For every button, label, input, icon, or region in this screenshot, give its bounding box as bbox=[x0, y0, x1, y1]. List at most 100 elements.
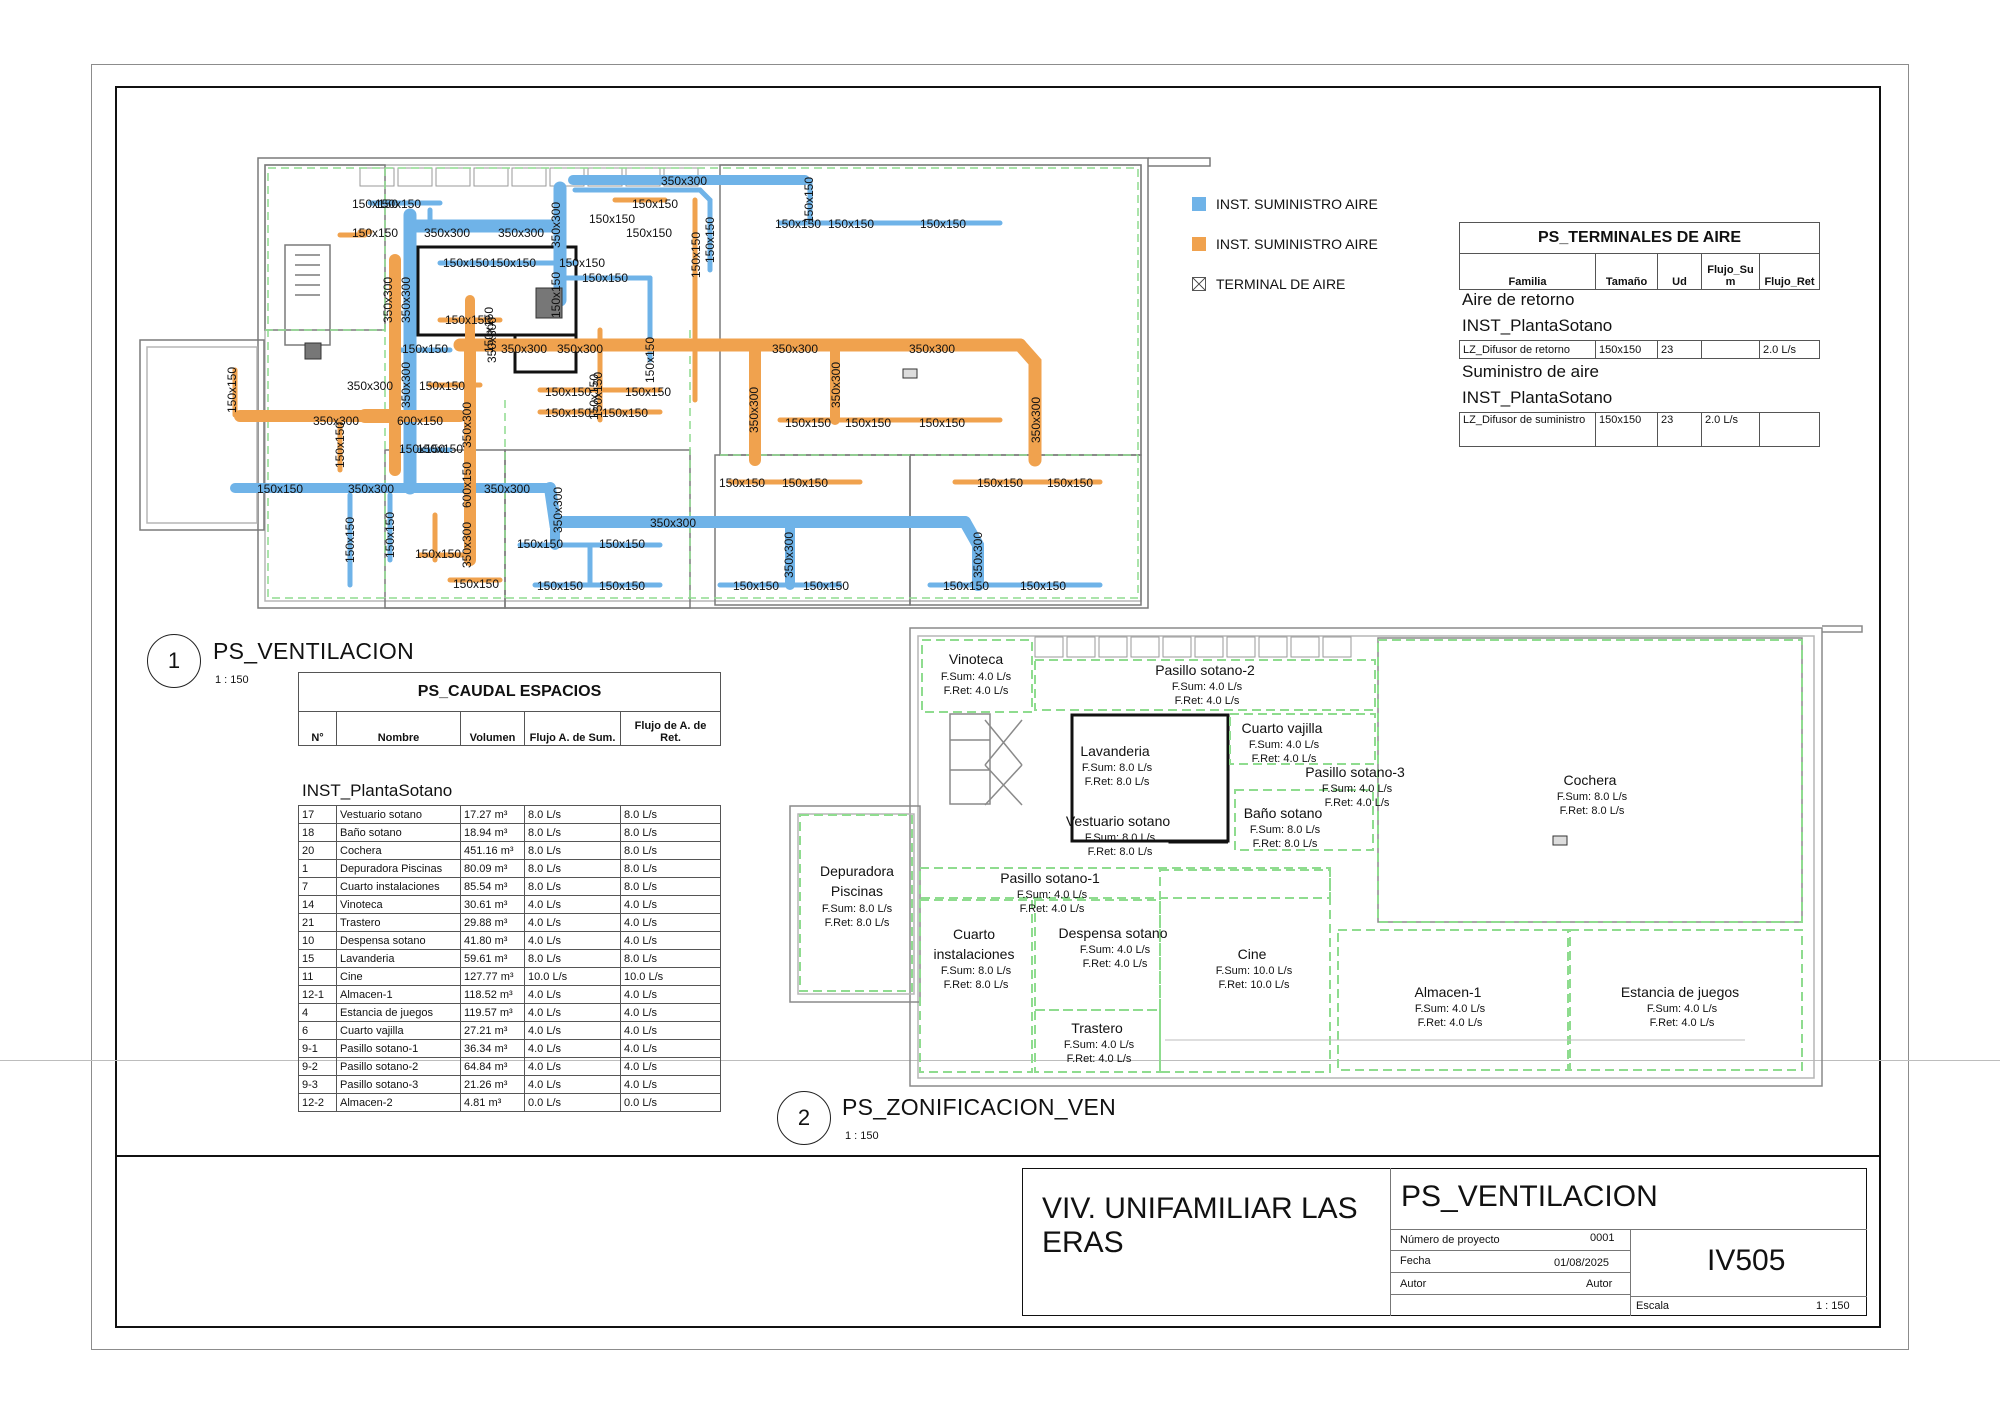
schedule-title: PS_TERMINALES DE AIRE bbox=[1459, 222, 1820, 254]
duct-label: 150x150 bbox=[402, 342, 448, 356]
duct-label: 150x150 bbox=[602, 406, 648, 420]
duct-size-labels-vertical: 350x300 350x300 350x300 350x300 150x150 … bbox=[225, 177, 1043, 578]
duct-label: 150x150 bbox=[775, 217, 821, 231]
zone-sum: F.Sum: 10.0 L/s bbox=[1216, 965, 1293, 977]
duct-label: 600x150 bbox=[397, 414, 443, 428]
duct-label: 150x150 bbox=[599, 579, 645, 593]
duct-label: 150x150 bbox=[453, 577, 499, 591]
zone-ret: F.Ret: 8.0 L/s bbox=[944, 979, 1009, 991]
column-header: Nombre bbox=[336, 711, 461, 746]
column-header: Flujo A. de Sum. bbox=[524, 711, 621, 746]
column-header: Volumen bbox=[460, 711, 525, 746]
duct-label: 350x300 bbox=[399, 277, 413, 323]
zone-ret: F.Ret: 4.0 L/s bbox=[1020, 903, 1085, 915]
duct-label: 150x150 bbox=[643, 337, 657, 383]
duct-label: 350x300 bbox=[460, 522, 474, 568]
diffuser-icon bbox=[902, 368, 918, 379]
duct-label: 350x300 bbox=[460, 402, 474, 448]
zone-ret: F.Ret: 10.0 L/s bbox=[1219, 979, 1290, 991]
plan-room-highlight bbox=[416, 245, 578, 337]
zone-ret: F.Ret: 8.0 L/s bbox=[825, 917, 890, 929]
scale-value: 1 : 150 bbox=[1816, 1300, 1850, 1312]
duct-label: 150x150 bbox=[549, 272, 563, 318]
zone-name: Vinoteca bbox=[949, 651, 1003, 667]
schedule-group-table: LZ_Difusor de suministro 150x150 23 2.0 … bbox=[1459, 412, 1820, 447]
duct-label: 350x300 bbox=[348, 482, 394, 496]
duct-label: 150x150 bbox=[517, 537, 563, 551]
duct-label: 150x150 bbox=[626, 226, 672, 240]
duct-label: 150x150 bbox=[399, 442, 445, 456]
column-header: Flujo_Ret bbox=[1759, 253, 1820, 290]
plan-walls bbox=[139, 157, 1211, 609]
title-block bbox=[1022, 1168, 1867, 1316]
zone-name: Cuarto vajilla bbox=[1242, 720, 1323, 736]
building-outline bbox=[257, 157, 1149, 609]
zone-labels: Vinoteca F.Sum: 4.0 L/s F.Ret: 4.0 L/s P… bbox=[820, 651, 1739, 1065]
zone-sum: F.Sum: 4.0 L/s bbox=[1080, 944, 1151, 956]
shaft-icon bbox=[304, 342, 322, 360]
plan-zone-dashes bbox=[265, 167, 1139, 599]
duct-label: 350x300 bbox=[399, 362, 413, 408]
duct-label: 150x150 bbox=[383, 512, 397, 558]
table-cell: 30.61 m³ bbox=[460, 895, 525, 914]
duct-label: 150x150 bbox=[599, 537, 645, 551]
zone-sum: F.Sum: 4.0 L/s bbox=[941, 671, 1012, 683]
duct-label: 350x300 bbox=[484, 482, 530, 496]
table-cell: 4.81 m³ bbox=[460, 1093, 525, 1112]
duct-label: 350x300 bbox=[747, 387, 761, 433]
zone-sum: F.Sum: 8.0 L/s bbox=[1082, 762, 1153, 774]
legend-item-supply-blue: INST. SUMINISTRO AIRE bbox=[1192, 196, 1378, 212]
duct-label: 150x150 bbox=[689, 232, 703, 278]
duct-label: 150x150 bbox=[733, 579, 779, 593]
duct-label: 350x300 bbox=[971, 532, 985, 578]
table-cell: Despensa sotano bbox=[336, 931, 461, 950]
duct-label: 150x150 bbox=[582, 271, 628, 285]
table-cell: 23 bbox=[1657, 340, 1702, 359]
zone-sum: F.Sum: 8.0 L/s bbox=[941, 965, 1012, 977]
table-cell: 4.0 L/s bbox=[620, 1039, 721, 1058]
zone-ret: F.Ret: 8.0 L/s bbox=[1088, 846, 1153, 858]
duct-label: 150x150 bbox=[845, 416, 891, 430]
duct-label: 150x150 bbox=[482, 307, 496, 353]
duct-label: 350x300 bbox=[485, 317, 499, 363]
duct-label: 350x300 bbox=[501, 342, 547, 356]
zone-ret: F.Ret: 8.0 L/s bbox=[1560, 805, 1625, 817]
blue-swatch bbox=[1192, 197, 1206, 211]
duct-label: 150x150 bbox=[1020, 579, 1066, 593]
table-cell: 23 bbox=[1657, 412, 1702, 447]
field-value: 0001 bbox=[1590, 1232, 1615, 1244]
duct-label: 350x300 bbox=[661, 174, 707, 188]
duct-label: 150x150 bbox=[719, 476, 765, 490]
view-title: PS_ZONIFICACION_VEN bbox=[842, 1094, 1117, 1120]
table-cell: 0.0 L/s bbox=[524, 1093, 621, 1112]
zone-name: Baño sotano bbox=[1244, 805, 1323, 821]
zone-sum: F.Sum: 8.0 L/s bbox=[1250, 824, 1321, 836]
duct-label: 150x150 bbox=[537, 579, 583, 593]
table-cell: 150x150 bbox=[1595, 340, 1658, 359]
duct-label: 350x300 bbox=[1029, 397, 1043, 443]
terminal-box-icon bbox=[1192, 277, 1206, 291]
schedule-group-name: Aire de retorno bbox=[1462, 290, 1575, 309]
duct-label: 150x150 bbox=[632, 197, 678, 211]
table-cell: 29.88 m³ bbox=[460, 913, 525, 932]
duct-label: 150x150 bbox=[333, 422, 347, 468]
table-cell: 12-1 bbox=[298, 985, 337, 1004]
title-block-separator bbox=[115, 1155, 1881, 1157]
zone-name: Pasillo sotano-3 bbox=[1305, 764, 1405, 780]
legend-item-terminal: TERMINAL DE AIRE bbox=[1192, 276, 1345, 292]
column-header: Flujo de A. de Ret. bbox=[619, 711, 722, 746]
table-cell: Pasillo sotano-1 bbox=[336, 1039, 461, 1058]
table-cell: 12-2 bbox=[298, 1093, 337, 1112]
duct-label: 350x300 bbox=[782, 532, 796, 578]
duct-label: 350x300 bbox=[829, 362, 843, 408]
zone-sum: F.Sum: 4.0 L/s bbox=[1249, 739, 1320, 751]
